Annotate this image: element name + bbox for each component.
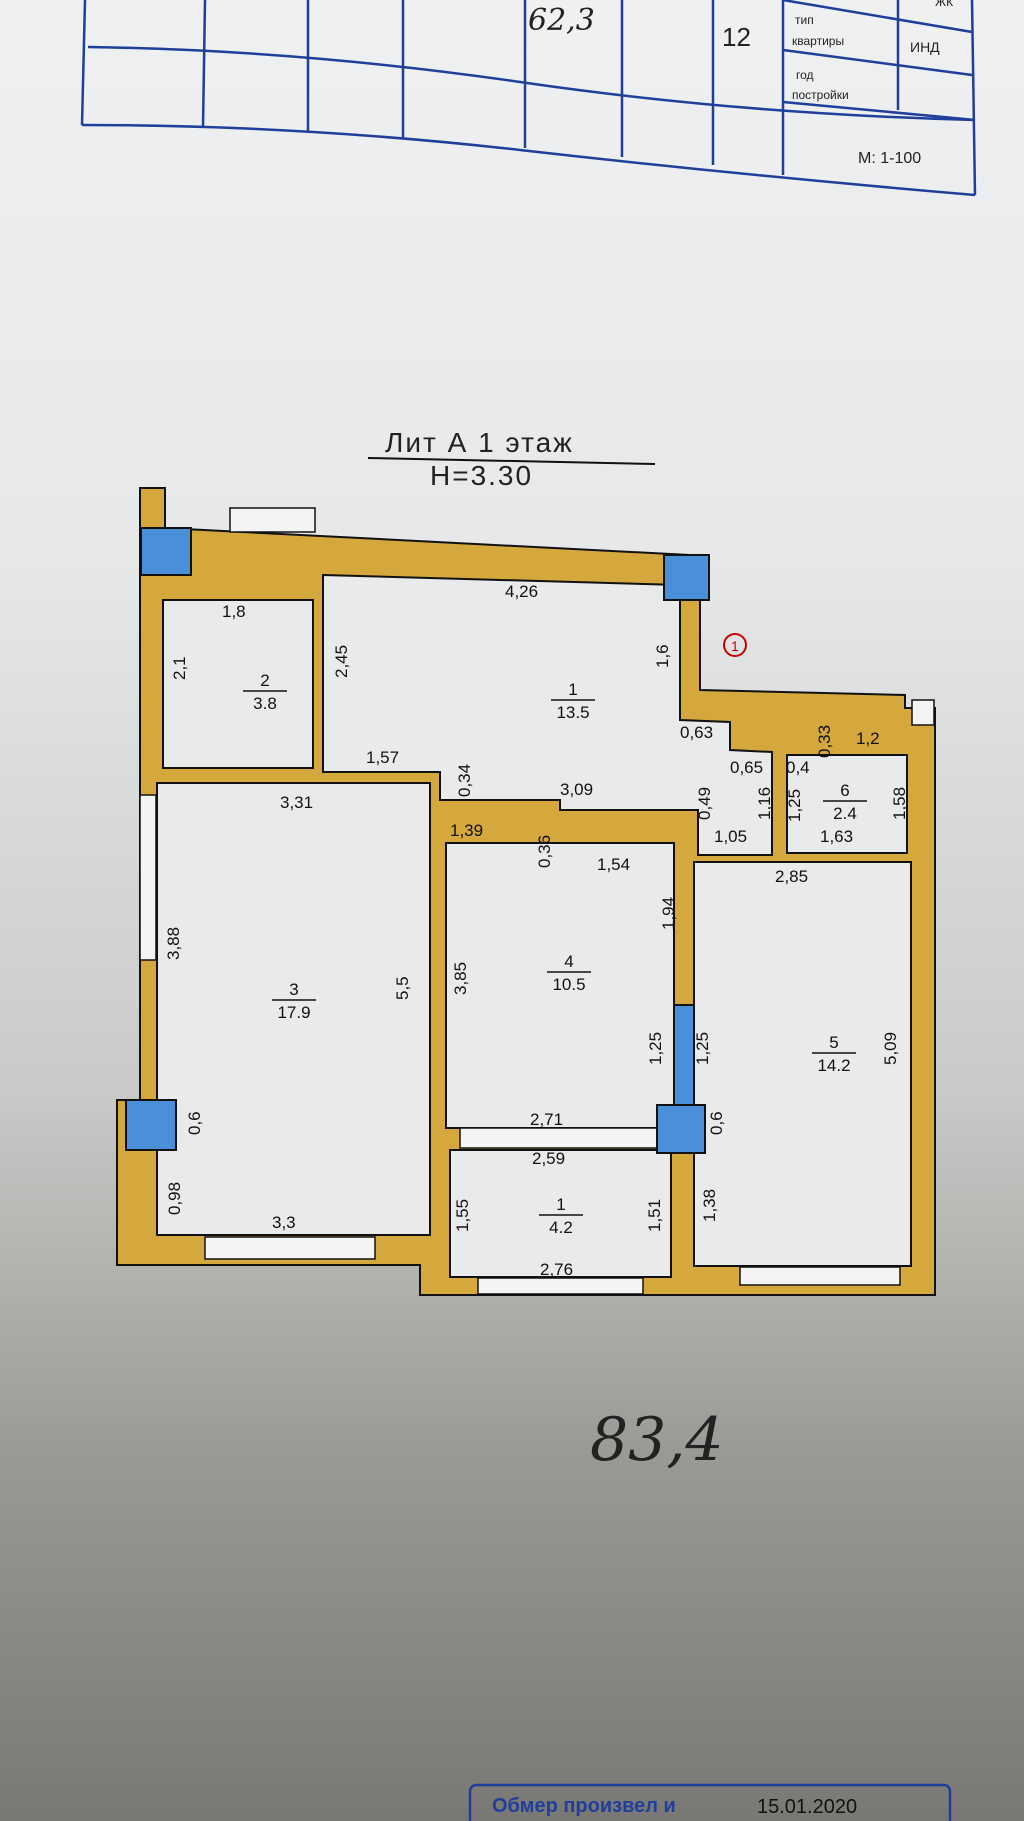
room-6 xyxy=(786,754,908,854)
dimension-label: 0,63 xyxy=(680,723,713,742)
dimension-label: 5,09 xyxy=(881,1032,900,1065)
column xyxy=(656,1104,706,1154)
window xyxy=(739,1266,901,1286)
dimension-label: 0,36 xyxy=(535,835,554,868)
dimension-label: 3,85 xyxy=(451,962,470,995)
room-area: 17.9 xyxy=(277,1003,310,1022)
dimension-label: 1,38 xyxy=(700,1189,719,1222)
dimension-label: 1,58 xyxy=(890,787,909,820)
dimension-label: 1,57 xyxy=(366,748,399,767)
dimension-label: 2,1 xyxy=(170,656,189,680)
dimension-label: 2,45 xyxy=(332,645,351,678)
dimension-label: 0,4 xyxy=(786,758,810,777)
scale-label: М: 1-100 xyxy=(858,150,921,167)
handwritten-total: 83,4 xyxy=(590,1405,724,1475)
footer-stamp-box xyxy=(468,1783,952,1821)
room-number: 1 xyxy=(556,1195,565,1214)
type-value: ИНД xyxy=(910,39,940,55)
dimension-label: 1,25 xyxy=(785,789,804,822)
dimension-label: 0,98 xyxy=(165,1182,184,1215)
plan-height: Н=3.30 xyxy=(430,460,533,491)
year-label-line1: год xyxy=(796,68,814,82)
room-number: 2 xyxy=(260,671,269,690)
dimension-label: 1,8 xyxy=(222,602,246,621)
dimension-label: 1,94 xyxy=(659,897,678,930)
dimension-label: 1,63 xyxy=(820,827,853,846)
dimension-label: 3,3 xyxy=(272,1213,296,1232)
dimension-label: 2,85 xyxy=(775,867,808,886)
dimension-label: 4,26 xyxy=(505,582,538,601)
window xyxy=(477,1277,644,1295)
room-area: 2.4 xyxy=(833,804,857,823)
dimension-label: 1,39 xyxy=(450,821,483,840)
dimension-label: 3,31 xyxy=(280,793,313,812)
room-number: 4 xyxy=(564,952,573,971)
apartment-number: 12 xyxy=(722,22,751,52)
room-number: 1 xyxy=(568,680,577,699)
dimension-label: 1,25 xyxy=(646,1032,665,1065)
dimension-label: 1,2 xyxy=(856,729,880,748)
dimension-label: 1,05 xyxy=(714,827,747,846)
dimension-label: 0,6 xyxy=(185,1111,204,1135)
dimension-label: 3,09 xyxy=(560,780,593,799)
dimension-label: 2,59 xyxy=(532,1149,565,1168)
room-area: 3.8 xyxy=(253,694,277,713)
handwritten-area-note: 62,3 xyxy=(528,3,595,38)
room-4 xyxy=(445,842,675,1129)
window xyxy=(204,1236,376,1260)
title-underline xyxy=(367,457,656,465)
room-number: 3 xyxy=(289,980,298,999)
dimension-label: 5,5 xyxy=(393,976,412,1000)
dimension-label: 1,25 xyxy=(693,1032,712,1065)
entrance-marker-icon xyxy=(723,633,747,657)
dimension-label: 1,6 xyxy=(653,644,672,668)
column xyxy=(140,527,192,576)
room-number: 6 xyxy=(840,781,849,800)
room-2 xyxy=(162,599,314,769)
type-label-line1: тип xyxy=(795,13,814,27)
dimension-label: 1,55 xyxy=(453,1199,472,1232)
dimension-label: 3,88 xyxy=(164,927,183,960)
room-1-loggia xyxy=(449,1149,672,1278)
dimension-label: 2,76 xyxy=(540,1260,573,1279)
dimension-label: 1,16 xyxy=(755,787,774,820)
dimension-label: 0,49 xyxy=(695,787,714,820)
dimension-label: 0,65 xyxy=(730,758,763,777)
room-area: 13.5 xyxy=(556,703,589,722)
dimension-label: 1,54 xyxy=(597,855,630,874)
column xyxy=(125,1099,177,1151)
dimension-label: 0,34 xyxy=(455,764,474,797)
measurement-date: 15.01.2020 xyxy=(757,1796,857,1818)
year-label-line2: постройки xyxy=(792,88,849,102)
plan-title: Лит А 1 этаж xyxy=(385,427,574,458)
entrance-marker-label: 1 xyxy=(731,638,739,654)
window xyxy=(459,1127,661,1149)
room-5 xyxy=(693,861,912,1267)
room-1-hall xyxy=(322,573,773,856)
window xyxy=(139,794,157,961)
column xyxy=(673,1004,695,1106)
room-number: 5 xyxy=(829,1033,838,1052)
type-label-line2: квартиры xyxy=(792,34,844,48)
room-area: 10.5 xyxy=(552,975,585,994)
room-area: 4.2 xyxy=(549,1218,573,1237)
corner-label: ЖК xyxy=(935,0,953,9)
room-area: 14.2 xyxy=(817,1056,850,1075)
stamp-table xyxy=(80,0,977,197)
column xyxy=(663,554,710,601)
dimension-label: 2,71 xyxy=(530,1110,563,1129)
dimension-label: 1,51 xyxy=(645,1199,664,1232)
dimension-label: 0,6 xyxy=(707,1111,726,1135)
room-3 xyxy=(156,782,431,1236)
dimension-label: 0,33 xyxy=(815,725,834,758)
window xyxy=(911,699,935,726)
measured-by-label: Обмер произвел и xyxy=(492,1795,676,1817)
window xyxy=(229,507,316,533)
